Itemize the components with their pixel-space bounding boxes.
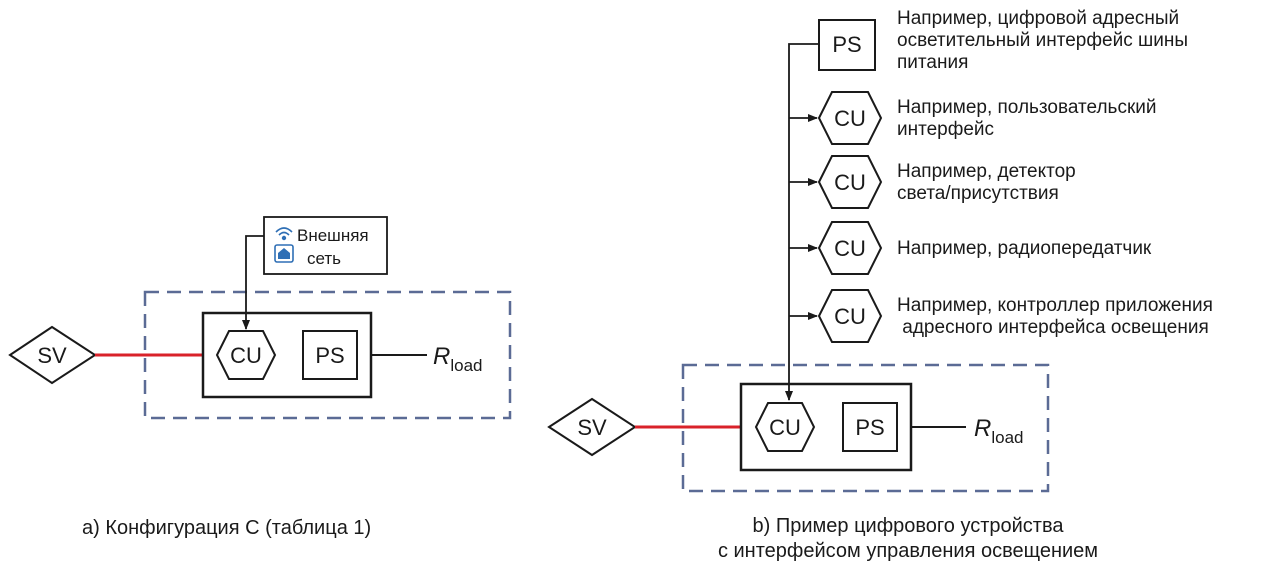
panel-b-sv-node: SV bbox=[547, 397, 637, 457]
bus-device-note-line: адресного интерфейса освещения bbox=[897, 317, 1209, 338]
panel-a-network-arrow bbox=[242, 235, 264, 330]
external-network-label-line1: Внешняя bbox=[297, 226, 369, 245]
bus-device-note-line: Например, цифровой адресный bbox=[897, 8, 1179, 29]
bus-device-note-line: питания bbox=[897, 52, 968, 73]
bus-device-cu-hexagon bbox=[817, 155, 883, 209]
wifi-icon bbox=[275, 227, 293, 241]
bus-device-note-line: Например, радиопередатчик bbox=[897, 238, 1152, 259]
panel-a-ps-label: PS bbox=[315, 343, 344, 368]
external-network-label-line2: сеть bbox=[307, 249, 341, 268]
panel-b-ps-node: PS bbox=[842, 402, 898, 452]
bus-device-label: PS bbox=[832, 32, 861, 57]
panel-a-dashed-boundary bbox=[143, 290, 512, 420]
panel-a: SV CU PS Rload bbox=[8, 216, 512, 539]
panel-a-cu-node: CU bbox=[215, 330, 277, 380]
panel-a-sv-label: SV bbox=[37, 343, 67, 368]
panel-a-sv-node: SV bbox=[8, 325, 97, 385]
panel-a-load-label: Rload bbox=[433, 343, 482, 375]
bus-device-note-line: Например, детектор bbox=[897, 161, 1076, 182]
panel-b-cu-node: CU bbox=[754, 402, 816, 452]
panel-b-sv-label: SV bbox=[577, 415, 607, 440]
bus-device-cu-hexagon bbox=[817, 91, 883, 145]
bus-device-ps-square bbox=[818, 19, 876, 71]
bus-device-label: CU bbox=[834, 236, 866, 261]
panel-b-bus-devices: PS Например, цифровой адресныйосветительн… bbox=[789, 8, 1213, 343]
bus-device-note-line: осветительный интерфейс шины bbox=[897, 30, 1188, 51]
bus-device-cu-hexagon bbox=[817, 221, 883, 275]
home-network-icon bbox=[274, 244, 294, 263]
panel-b-caption-line2: с интерфейсом управления освещением bbox=[718, 540, 1098, 562]
bus-device-note-line: Например, пользовательский bbox=[897, 97, 1156, 118]
panel-a-caption: a) Конфигурация С (таблица 1) bbox=[82, 517, 371, 539]
bus-device-1: PS Например, цифровой адресныйосветительн… bbox=[818, 8, 1188, 73]
bus-device-note-line: интерфейс bbox=[897, 119, 994, 140]
panel-b: SV CU PS Rload PS Например, цифровой адре… bbox=[547, 8, 1213, 562]
bus-device-note-line: Например, контроллер приложения bbox=[897, 295, 1213, 316]
panel-b-dashed-boundary bbox=[681, 363, 1050, 493]
bus-device-4: CU Например, радиопередатчик bbox=[789, 221, 1152, 275]
panel-a-ps-node: PS bbox=[302, 330, 358, 380]
bus-device-5: CU Например, контроллер приложения адресн… bbox=[789, 289, 1213, 343]
panel-b-ps-label: PS bbox=[855, 415, 884, 440]
panel-a-cu-label: CU bbox=[230, 343, 262, 368]
bus-device-label: CU bbox=[834, 106, 866, 131]
panel-b-cu-label: CU bbox=[769, 415, 801, 440]
panel-b-bus-line bbox=[785, 43, 819, 401]
bus-device-label: CU bbox=[834, 304, 866, 329]
bus-device-cu-hexagon bbox=[817, 289, 883, 343]
panel-b-load-label: Rload bbox=[974, 415, 1023, 447]
panel-b-caption-line1: b) Пример цифрового устройства bbox=[753, 515, 1065, 537]
panel-a-external-network: Внешняя сеть bbox=[263, 216, 388, 275]
bus-device-note-line: света/присутствия bbox=[897, 183, 1059, 204]
bus-device-label: CU bbox=[834, 170, 866, 195]
